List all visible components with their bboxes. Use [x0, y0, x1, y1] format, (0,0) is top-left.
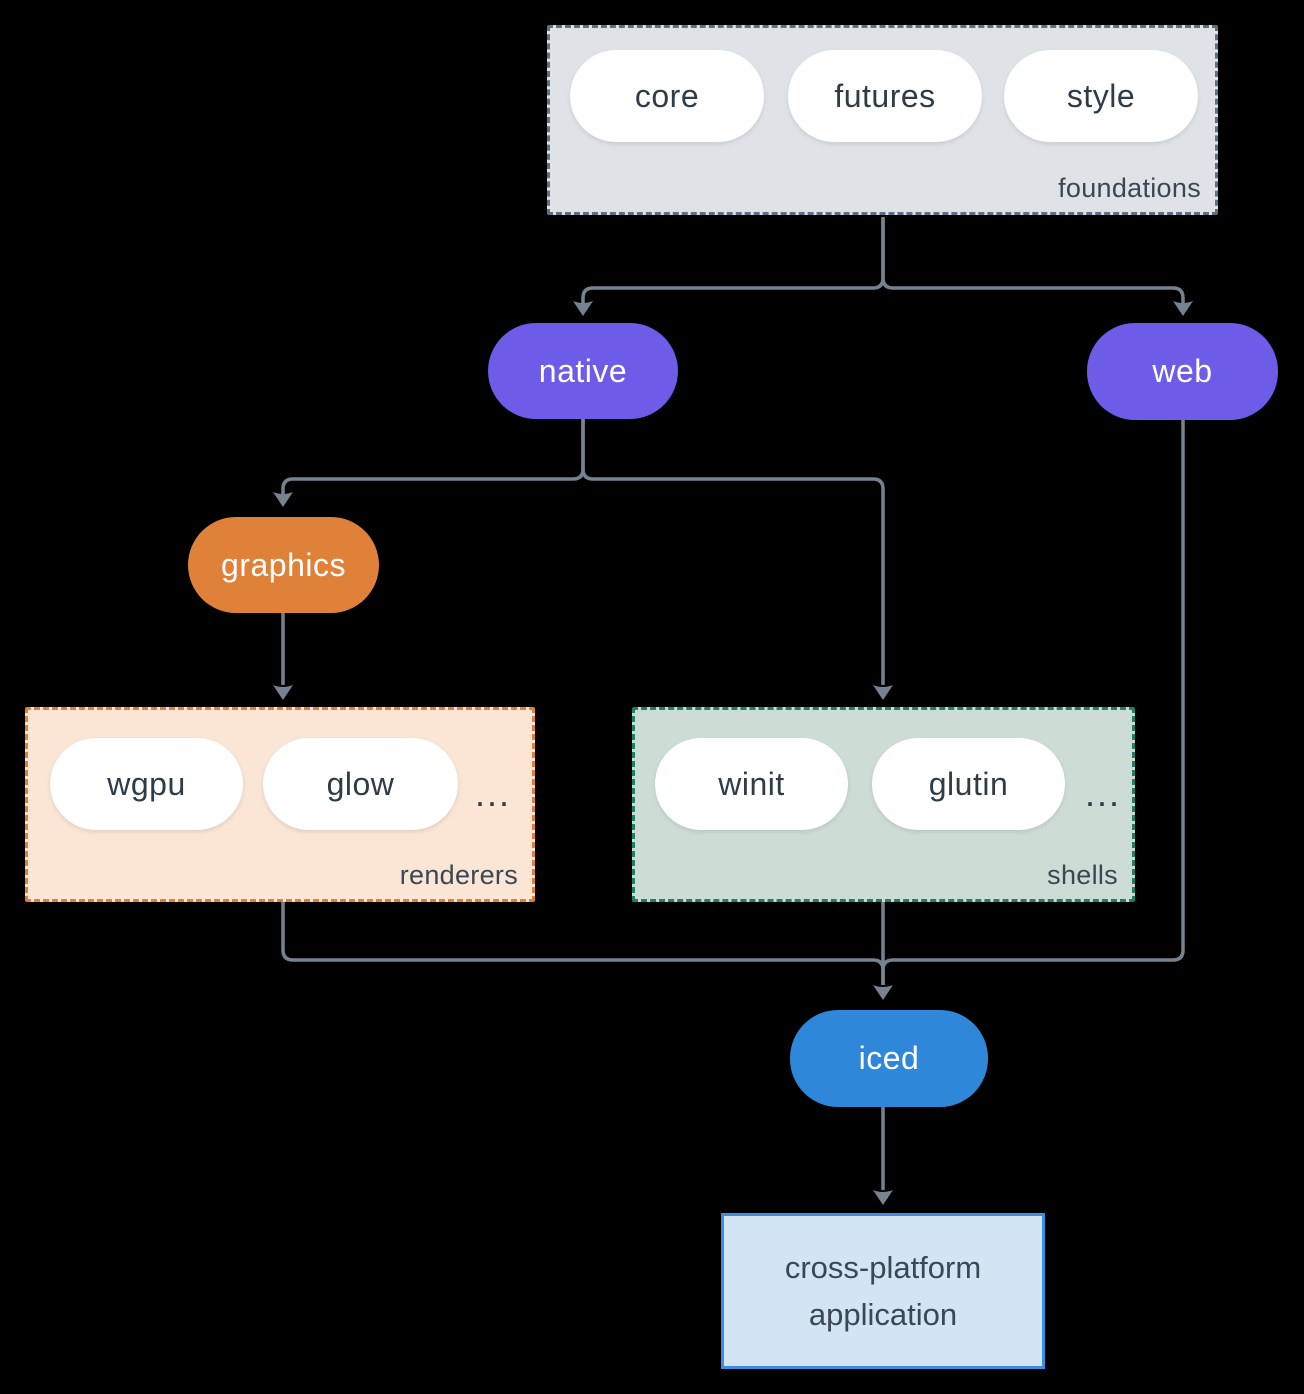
node-application: cross-platform application — [721, 1213, 1045, 1369]
node-iced: iced — [790, 1010, 988, 1107]
node-wgpu: wgpu — [50, 738, 243, 830]
arrowhead-graphics — [273, 492, 293, 507]
node-web: web — [1087, 323, 1278, 420]
node-native: native — [488, 323, 678, 419]
arrowhead-application — [873, 1190, 893, 1205]
edge-foundations-native — [581, 217, 885, 303]
renderers-ellipsis: ... — [474, 773, 511, 814]
application-label-line2: application — [808, 1297, 958, 1332]
arrowhead-native — [573, 301, 593, 316]
shells-ellipsis: ... — [1084, 773, 1121, 814]
node-futures-label: futures — [834, 77, 936, 114]
node-wgpu-label: wgpu — [107, 765, 186, 802]
edge-renderers-iced — [281, 902, 885, 985]
arrowhead-shells — [873, 685, 893, 700]
node-graphics-label: graphics — [221, 546, 346, 583]
arrowhead-web — [1173, 301, 1193, 316]
edge-native-graphics — [281, 419, 585, 494]
arrowhead-renderers — [273, 685, 293, 700]
edge-foundations-web — [881, 217, 1185, 303]
node-glow: glow — [263, 738, 458, 830]
group-label-renderers: renderers — [399, 860, 518, 890]
node-glutin: glutin — [872, 738, 1065, 830]
node-style: style — [1004, 50, 1198, 142]
node-winit: winit — [655, 738, 848, 830]
arrowhead-iced — [873, 985, 893, 1000]
node-glow-label: glow — [326, 765, 395, 802]
application-label-line1: cross-platform — [784, 1249, 982, 1285]
node-glutin-label: glutin — [928, 765, 1009, 802]
group-foundations: core futures style foundations — [547, 25, 1218, 215]
node-native-label: native — [538, 352, 628, 389]
node-core: core — [570, 50, 764, 142]
node-core-label: core — [634, 77, 700, 114]
edge-native-shells — [581, 419, 885, 685]
group-shells: winit glutin ... shells — [632, 707, 1135, 902]
group-renderers: wgpu glow ... renderers — [25, 707, 535, 902]
group-label-shells: shells — [1047, 860, 1118, 890]
node-style-label: style — [1066, 77, 1136, 114]
group-label-foundations: foundations — [1058, 173, 1201, 203]
node-futures: futures — [788, 50, 982, 142]
node-graphics: graphics — [188, 517, 379, 613]
node-iced-label: iced — [858, 1040, 920, 1076]
node-web-label: web — [1152, 353, 1213, 389]
node-winit-label: winit — [718, 765, 785, 802]
